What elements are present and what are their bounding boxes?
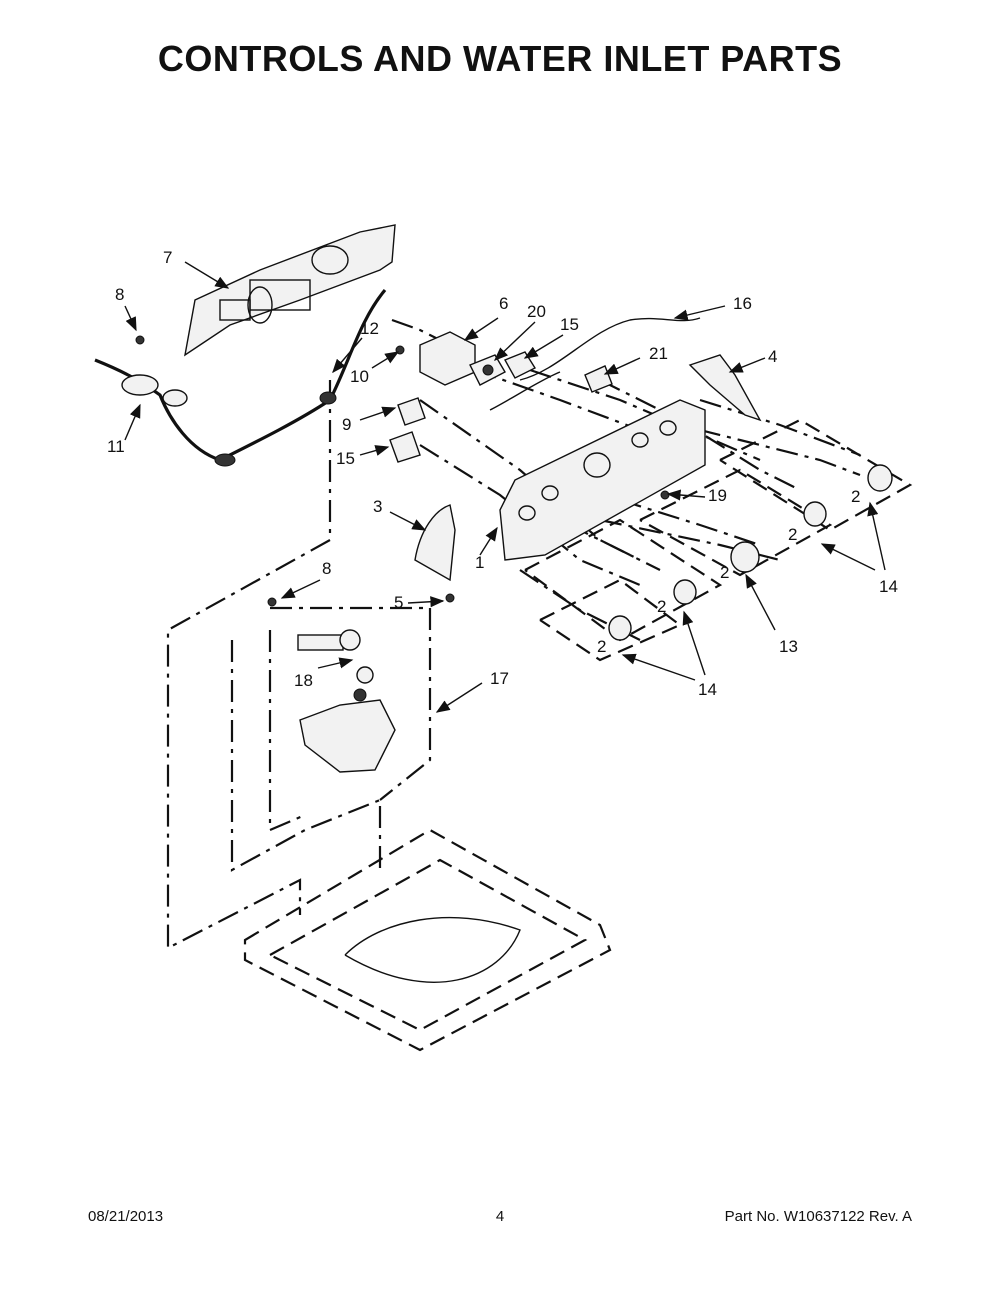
callout-8-lower: 8 (322, 559, 331, 578)
callout-11: 11 (107, 437, 125, 456)
callout-10: 10 (350, 367, 369, 386)
switches (389, 397, 426, 463)
callout-19: 19 (708, 486, 727, 505)
callout-14-right: 14 (879, 577, 898, 596)
control-boards (419, 317, 701, 411)
callout-7: 7 (163, 248, 172, 267)
callout-1: 1 (475, 553, 484, 572)
footer-part-number: Part No. W10637122 Rev. A (724, 1208, 912, 1225)
callout-2-e: 2 (597, 637, 606, 656)
callout-5: 5 (394, 593, 403, 612)
callout-3: 3 (373, 497, 382, 516)
callout-8: 8 (115, 285, 124, 304)
leader-arrows (124, 261, 886, 713)
knobs (608, 464, 893, 641)
water-inlet-valve (297, 629, 396, 773)
footer-date: 08/21/2013 (88, 1208, 164, 1225)
callout-14-lower: 14 (698, 680, 717, 699)
callout-15-lower: 15 (336, 449, 355, 468)
page-title: CONTROLS AND WATER INLET PARTS (157, 38, 843, 79)
callout-6: 6 (499, 294, 508, 313)
callout-4: 4 (768, 347, 777, 366)
callout-13: 13 (779, 637, 798, 656)
knob-group-boxes (524, 418, 913, 662)
callout-18: 18 (294, 671, 313, 690)
callout-9: 9 (342, 415, 351, 434)
screws (135, 335, 670, 607)
console-back-panel (184, 224, 396, 357)
top-cabinet (243, 828, 612, 1052)
callout-2-c: 2 (720, 563, 729, 582)
callout-2-d: 2 (657, 597, 666, 616)
callout-15: 15 (560, 315, 579, 334)
callout-2-a: 2 (851, 487, 860, 506)
callout-16: 16 (733, 294, 752, 313)
footer-page-number: 4 (495, 1208, 505, 1225)
inlet-hose-assembly (94, 288, 387, 467)
left-end-cap (414, 504, 456, 582)
callout-20: 20 (527, 302, 546, 321)
callout-17: 17 (490, 669, 509, 688)
right-end-cap (688, 354, 762, 422)
callout-2-b: 2 (788, 525, 797, 544)
callout-12: 12 (360, 319, 379, 338)
console (499, 399, 706, 561)
callout-labels: 7 8 12 11 10 6 20 15 16 21 4 9 15 3 1 19… (107, 248, 898, 699)
callout-21: 21 (649, 344, 668, 363)
